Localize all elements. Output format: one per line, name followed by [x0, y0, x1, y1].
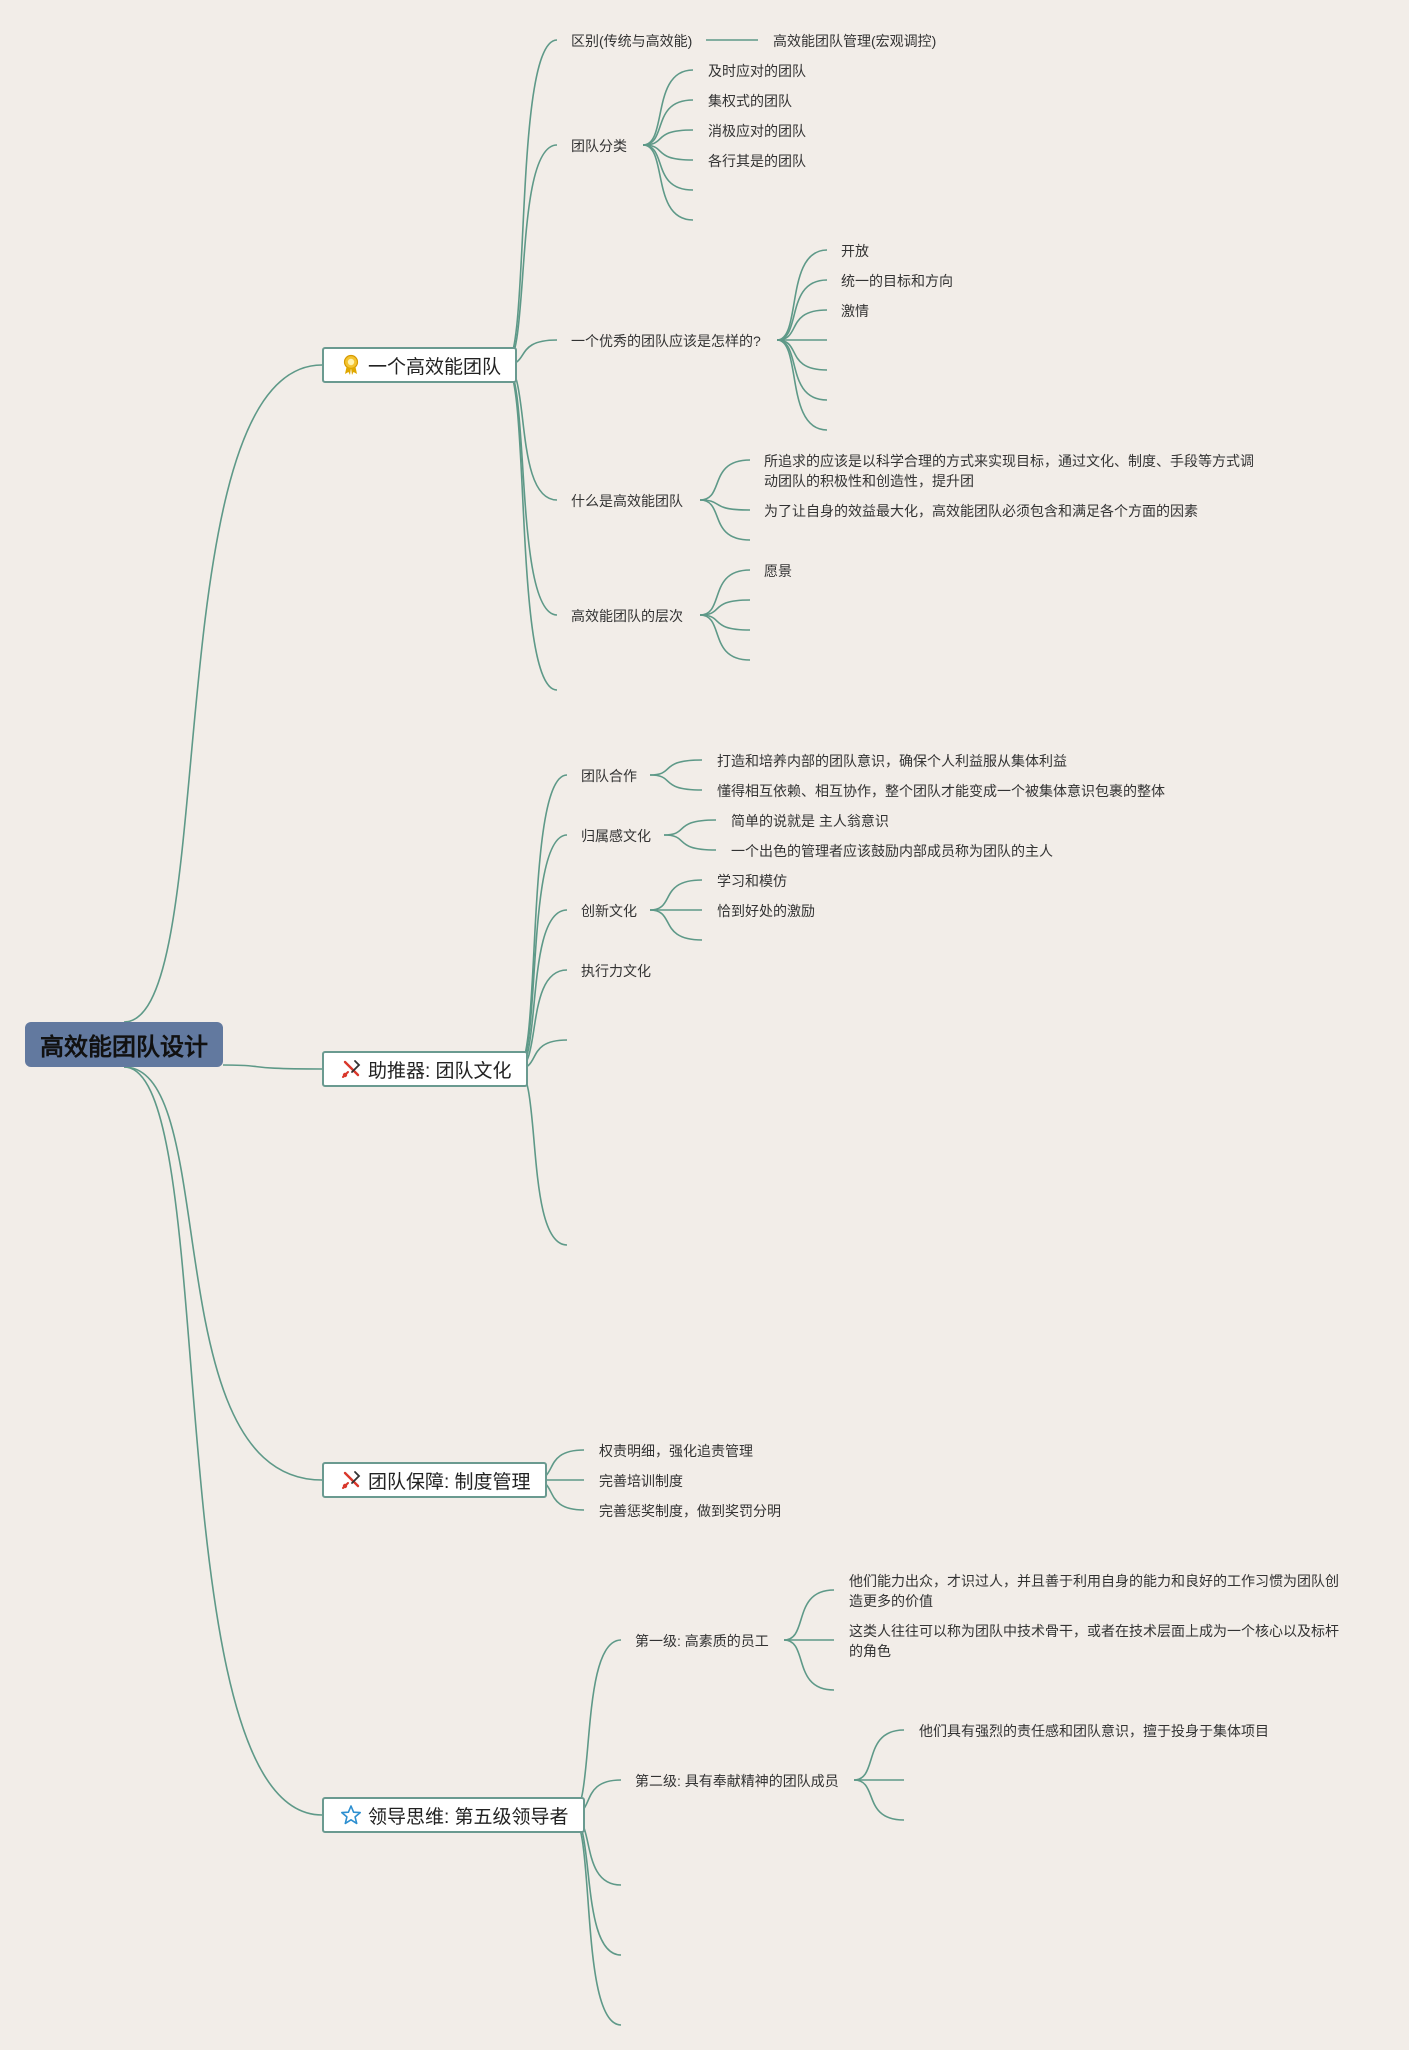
- root-connector: [222, 1064, 323, 1070]
- topic-connector: [699, 599, 751, 616]
- tools-icon: [340, 1469, 362, 1491]
- topic-excellent-team[interactable]: 一个优秀的团队应该是怎样的?: [571, 333, 761, 349]
- topic-connector: [642, 144, 694, 221]
- branch-label: 一个高效能团队: [368, 356, 502, 378]
- topic-training[interactable]: 完善培训制度: [599, 1473, 683, 1489]
- root-connector: [123, 1066, 323, 1481]
- branch-high-efficiency-team[interactable]: 一个高效能团队: [322, 347, 518, 383]
- branch-connector: [504, 364, 558, 691]
- topic-connector: [776, 339, 828, 431]
- tools-icon: [340, 1058, 362, 1080]
- topic-level-two[interactable]: 第二级: 具有奉献精神的团队成员: [635, 1773, 839, 1789]
- star-icon: [340, 1804, 362, 1826]
- root-node[interactable]: 高效能团队设计: [25, 1022, 223, 1067]
- subtopic-macro-control[interactable]: 高效能团队管理(宏观调控): [773, 33, 937, 49]
- subtopic-passion[interactable]: 激情: [841, 303, 869, 319]
- branch-connector: [516, 834, 568, 1070]
- branch-connector: [504, 39, 558, 366]
- topic-connector: [649, 774, 703, 791]
- subtopic-responsible[interactable]: 他们具有强烈的责任感和团队意识，擅于投身于集体项目: [919, 1723, 1269, 1739]
- subtopic-vision[interactable]: 愿景: [764, 563, 792, 579]
- topic-connector: [699, 459, 751, 501]
- topic-connector: [642, 144, 694, 191]
- branch-connector: [516, 1068, 568, 1246]
- topic-connector: [699, 569, 751, 616]
- subtopic-learning[interactable]: 学习和模仿: [717, 873, 787, 889]
- topic-connector: [783, 1639, 835, 1691]
- subtopic-incentive[interactable]: 恰到好处的激励: [717, 903, 815, 919]
- subtopic-unified-goal[interactable]: 统一的目标和方向: [841, 273, 953, 289]
- subtopic-interdependence[interactable]: 懂得相互依赖、相互协作，整个团队才能变成一个被集体意识包裹的整体: [717, 783, 1165, 799]
- topic-connector: [663, 819, 717, 836]
- topic-connector: [642, 129, 694, 146]
- subtopic-open[interactable]: 开放: [841, 243, 869, 259]
- topic-connector: [642, 99, 694, 146]
- topic-connector: [649, 879, 703, 911]
- subtopic-tech-backbone[interactable]: 这类人往往可以称为团队中技术骨干，或者在技术层面上成为一个核心以及标杆的角色: [849, 1623, 1339, 1659]
- topic-connector: [776, 279, 828, 341]
- topic-connector: [649, 759, 703, 776]
- topic-connector: [699, 614, 751, 661]
- branch-connector: [570, 1814, 622, 1956]
- subtopic-manager-encourage[interactable]: 一个出色的管理者应该鼓励内部成员称为团队的主人: [731, 843, 1053, 859]
- subtopic-capable[interactable]: 他们能力出众，才识过人，并且善于利用自身的能力和良好的工作习惯为团队创造更多的价…: [849, 1573, 1339, 1609]
- subtopic-independent-team[interactable]: 各行其是的团队: [708, 153, 806, 169]
- topic-connector: [699, 499, 751, 541]
- topic-connector: [776, 309, 828, 341]
- topic-team-levels[interactable]: 高效能团队的层次: [571, 608, 683, 624]
- topic-connector: [853, 1779, 905, 1821]
- branch-institutional-management[interactable]: 团队保障: 制度管理: [322, 1462, 547, 1498]
- subtopic-centralized-team[interactable]: 集权式的团队: [708, 93, 792, 109]
- topic-connector: [776, 249, 828, 341]
- branch-connector: [504, 144, 558, 366]
- topic-connector: [649, 909, 703, 941]
- branch-connector: [516, 909, 568, 1070]
- topic-connector: [699, 499, 751, 511]
- topic-connector: [853, 1729, 905, 1781]
- topic-connector: [663, 834, 717, 851]
- subtopic-team-awareness[interactable]: 打造和培养内部的团队意识，确保个人利益服从集体利益: [717, 753, 1067, 769]
- topic-difference[interactable]: 区别(传统与高效能): [571, 33, 693, 49]
- subtopic-timely-team[interactable]: 及时应对的团队: [708, 63, 806, 79]
- root-connector: [123, 1066, 323, 1816]
- topic-responsibility[interactable]: 权责明细，强化追责管理: [599, 1443, 753, 1459]
- topic-innovation[interactable]: 创新文化: [581, 903, 637, 919]
- subtopic-maximize-benefit[interactable]: 为了让自身的效益最大化，高效能团队必须包含和满足各个方面的因素: [764, 503, 1198, 519]
- branch-label: 领导思维: 第五级领导者: [368, 1806, 569, 1828]
- branch-label: 团队保障: 制度管理: [368, 1471, 531, 1493]
- topic-execution[interactable]: 执行力文化: [581, 963, 651, 979]
- topic-reward-punish[interactable]: 完善惩奖制度，做到奖罚分明: [599, 1503, 781, 1519]
- branch-team-culture[interactable]: 助推器: 团队文化: [322, 1051, 528, 1087]
- subtopic-pursuit[interactable]: 所追求的应该是以科学合理的方式来实现目标，通过文化、制度、手段等方式调动团队的积…: [764, 453, 1254, 489]
- ribbon-badge-icon: [340, 354, 362, 376]
- topic-level-one[interactable]: 第一级: 高素质的员工: [635, 1633, 769, 1649]
- subtopic-passive-team[interactable]: 消极应对的团队: [708, 123, 806, 139]
- topic-team-types[interactable]: 团队分类: [571, 138, 627, 154]
- branch-connector: [516, 774, 568, 1070]
- branch-connector: [504, 364, 558, 616]
- root-connector: [123, 364, 323, 1023]
- branch-connector: [570, 1814, 622, 2026]
- topic-connector: [783, 1589, 835, 1641]
- topic-what-is-team[interactable]: 什么是高效能团队: [571, 493, 683, 509]
- subtopic-ownership[interactable]: 简单的说就是 主人翁意识: [731, 813, 889, 829]
- branch-leadership[interactable]: 领导思维: 第五级领导者: [322, 1797, 585, 1833]
- topic-belonging[interactable]: 归属感文化: [581, 828, 651, 844]
- branch-connector: [504, 364, 558, 501]
- topic-teamwork[interactable]: 团队合作: [581, 768, 637, 784]
- topic-connector: [642, 69, 694, 146]
- branch-label: 助推器: 团队文化: [368, 1060, 512, 1082]
